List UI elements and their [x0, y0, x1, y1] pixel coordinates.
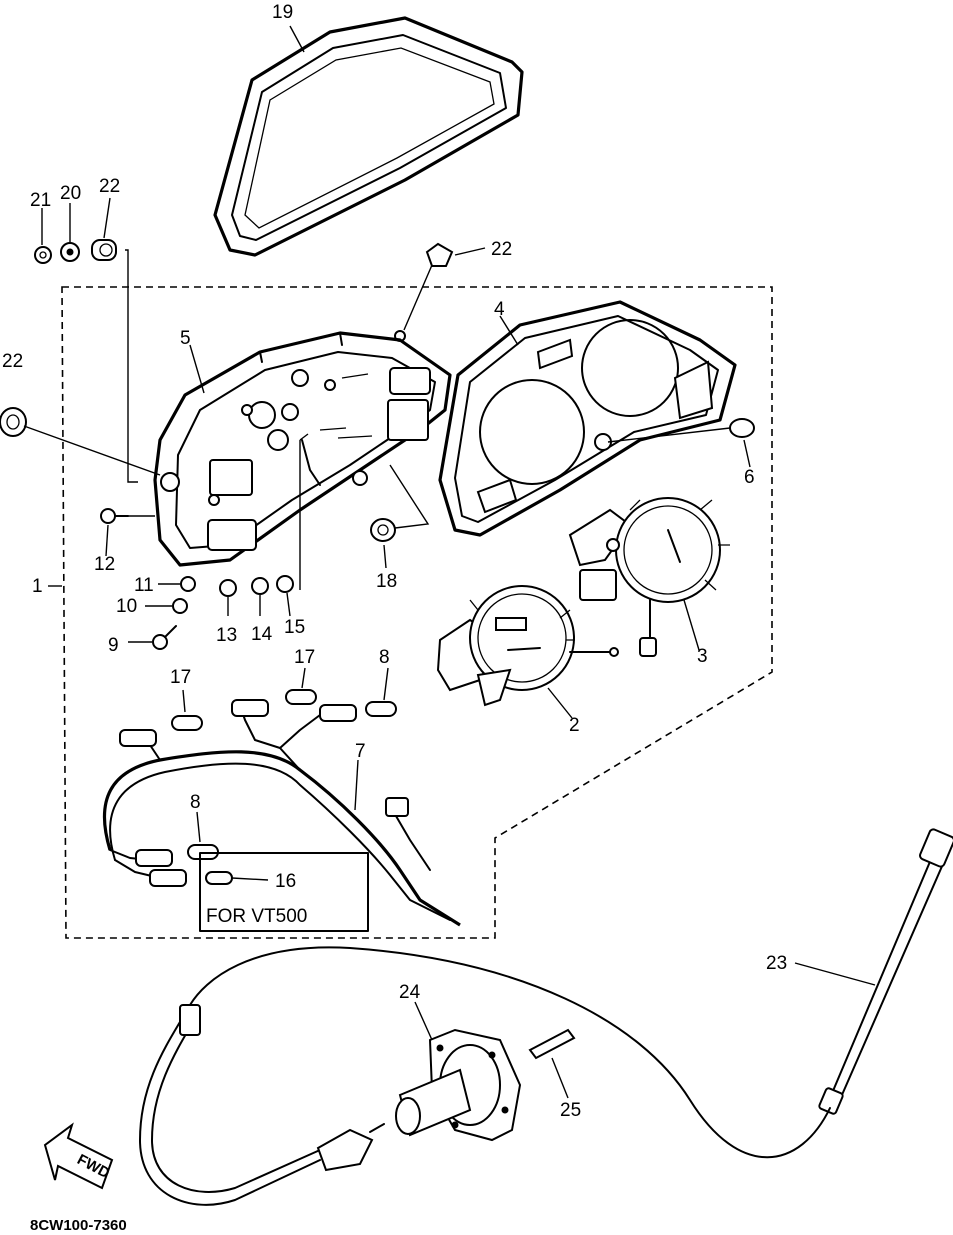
callout-8-lower: 8	[190, 792, 201, 813]
callout-4: 4	[494, 299, 505, 320]
part-22-grommet-top	[91, 239, 117, 261]
callout-11: 11	[134, 575, 154, 596]
part-22-grommet-left	[0, 407, 27, 437]
callout-23: 23	[766, 953, 787, 974]
part-19-lens-frame	[213, 16, 524, 257]
part-7-wire-harness	[102, 699, 461, 927]
part-10-nut	[172, 598, 188, 614]
part-3-tachometer	[568, 497, 730, 657]
variant-box	[199, 852, 369, 932]
variant-box-label: FOR VT500	[206, 906, 307, 927]
part-14-washer	[251, 577, 269, 595]
callout-19: 19	[272, 2, 293, 23]
part-21-nut	[34, 246, 52, 264]
part-11-nut	[180, 576, 196, 592]
part-15-grommet	[276, 575, 294, 593]
part-20-washer	[60, 242, 80, 262]
callout-15: 15	[284, 617, 305, 638]
assembly-boundary	[61, 286, 773, 939]
part-5-meter-case	[153, 331, 452, 567]
callout-9: 9	[108, 635, 119, 656]
callout-20: 20	[60, 183, 81, 204]
callout-1: 1	[32, 576, 43, 597]
callout-24: 24	[399, 982, 421, 1003]
callout-10: 10	[116, 596, 137, 617]
fwd-arrow-icon: FWD	[43, 1122, 114, 1190]
callout-2: 2	[569, 715, 580, 736]
part-12-screw	[100, 508, 129, 524]
callout-6: 6	[744, 467, 755, 488]
part-24-gear-box	[395, 1028, 522, 1142]
callout-22-right: 22	[491, 239, 512, 260]
callout-22-top: 22	[99, 176, 120, 197]
part-18-grommet	[370, 518, 396, 542]
callout-8-upper: 8	[379, 647, 390, 668]
callout-3: 3	[697, 646, 708, 667]
part-8-bulb-upper	[365, 701, 397, 717]
callout-16: 16	[275, 871, 296, 892]
callout-22-left: 22	[2, 351, 23, 372]
part-9-bolt	[152, 625, 177, 650]
part-25-pin	[528, 1028, 576, 1060]
callout-25: 25	[560, 1100, 581, 1121]
part-17-bulb-right	[285, 689, 317, 705]
part-6-cap	[729, 418, 755, 438]
callout-21: 21	[30, 190, 51, 211]
callout-17-right: 17	[294, 647, 315, 668]
part-16-bulb	[205, 871, 233, 885]
callout-labels: 19 21 20 22 22 22 5 4 6 18 1 12 11 10 9 …	[2, 2, 787, 1234]
part-23-meter-cable	[139, 828, 953, 1206]
callout-12: 12	[94, 554, 115, 575]
callout-5: 5	[180, 328, 191, 349]
callout-14: 14	[251, 624, 273, 645]
callout-7: 7	[355, 741, 366, 762]
part-4-meter-panel	[438, 300, 737, 537]
leader-lines	[41, 25, 876, 1099]
part-17-bulb-left	[171, 715, 203, 731]
callout-13: 13	[216, 625, 237, 646]
callout-18: 18	[376, 571, 397, 592]
part-13-nut	[219, 579, 237, 597]
part-22-grommet-right	[425, 242, 454, 267]
callout-17-left: 17	[170, 667, 191, 688]
drawing-code: 8CW100-7360	[30, 1217, 127, 1234]
part-2-speedometer	[436, 585, 619, 707]
